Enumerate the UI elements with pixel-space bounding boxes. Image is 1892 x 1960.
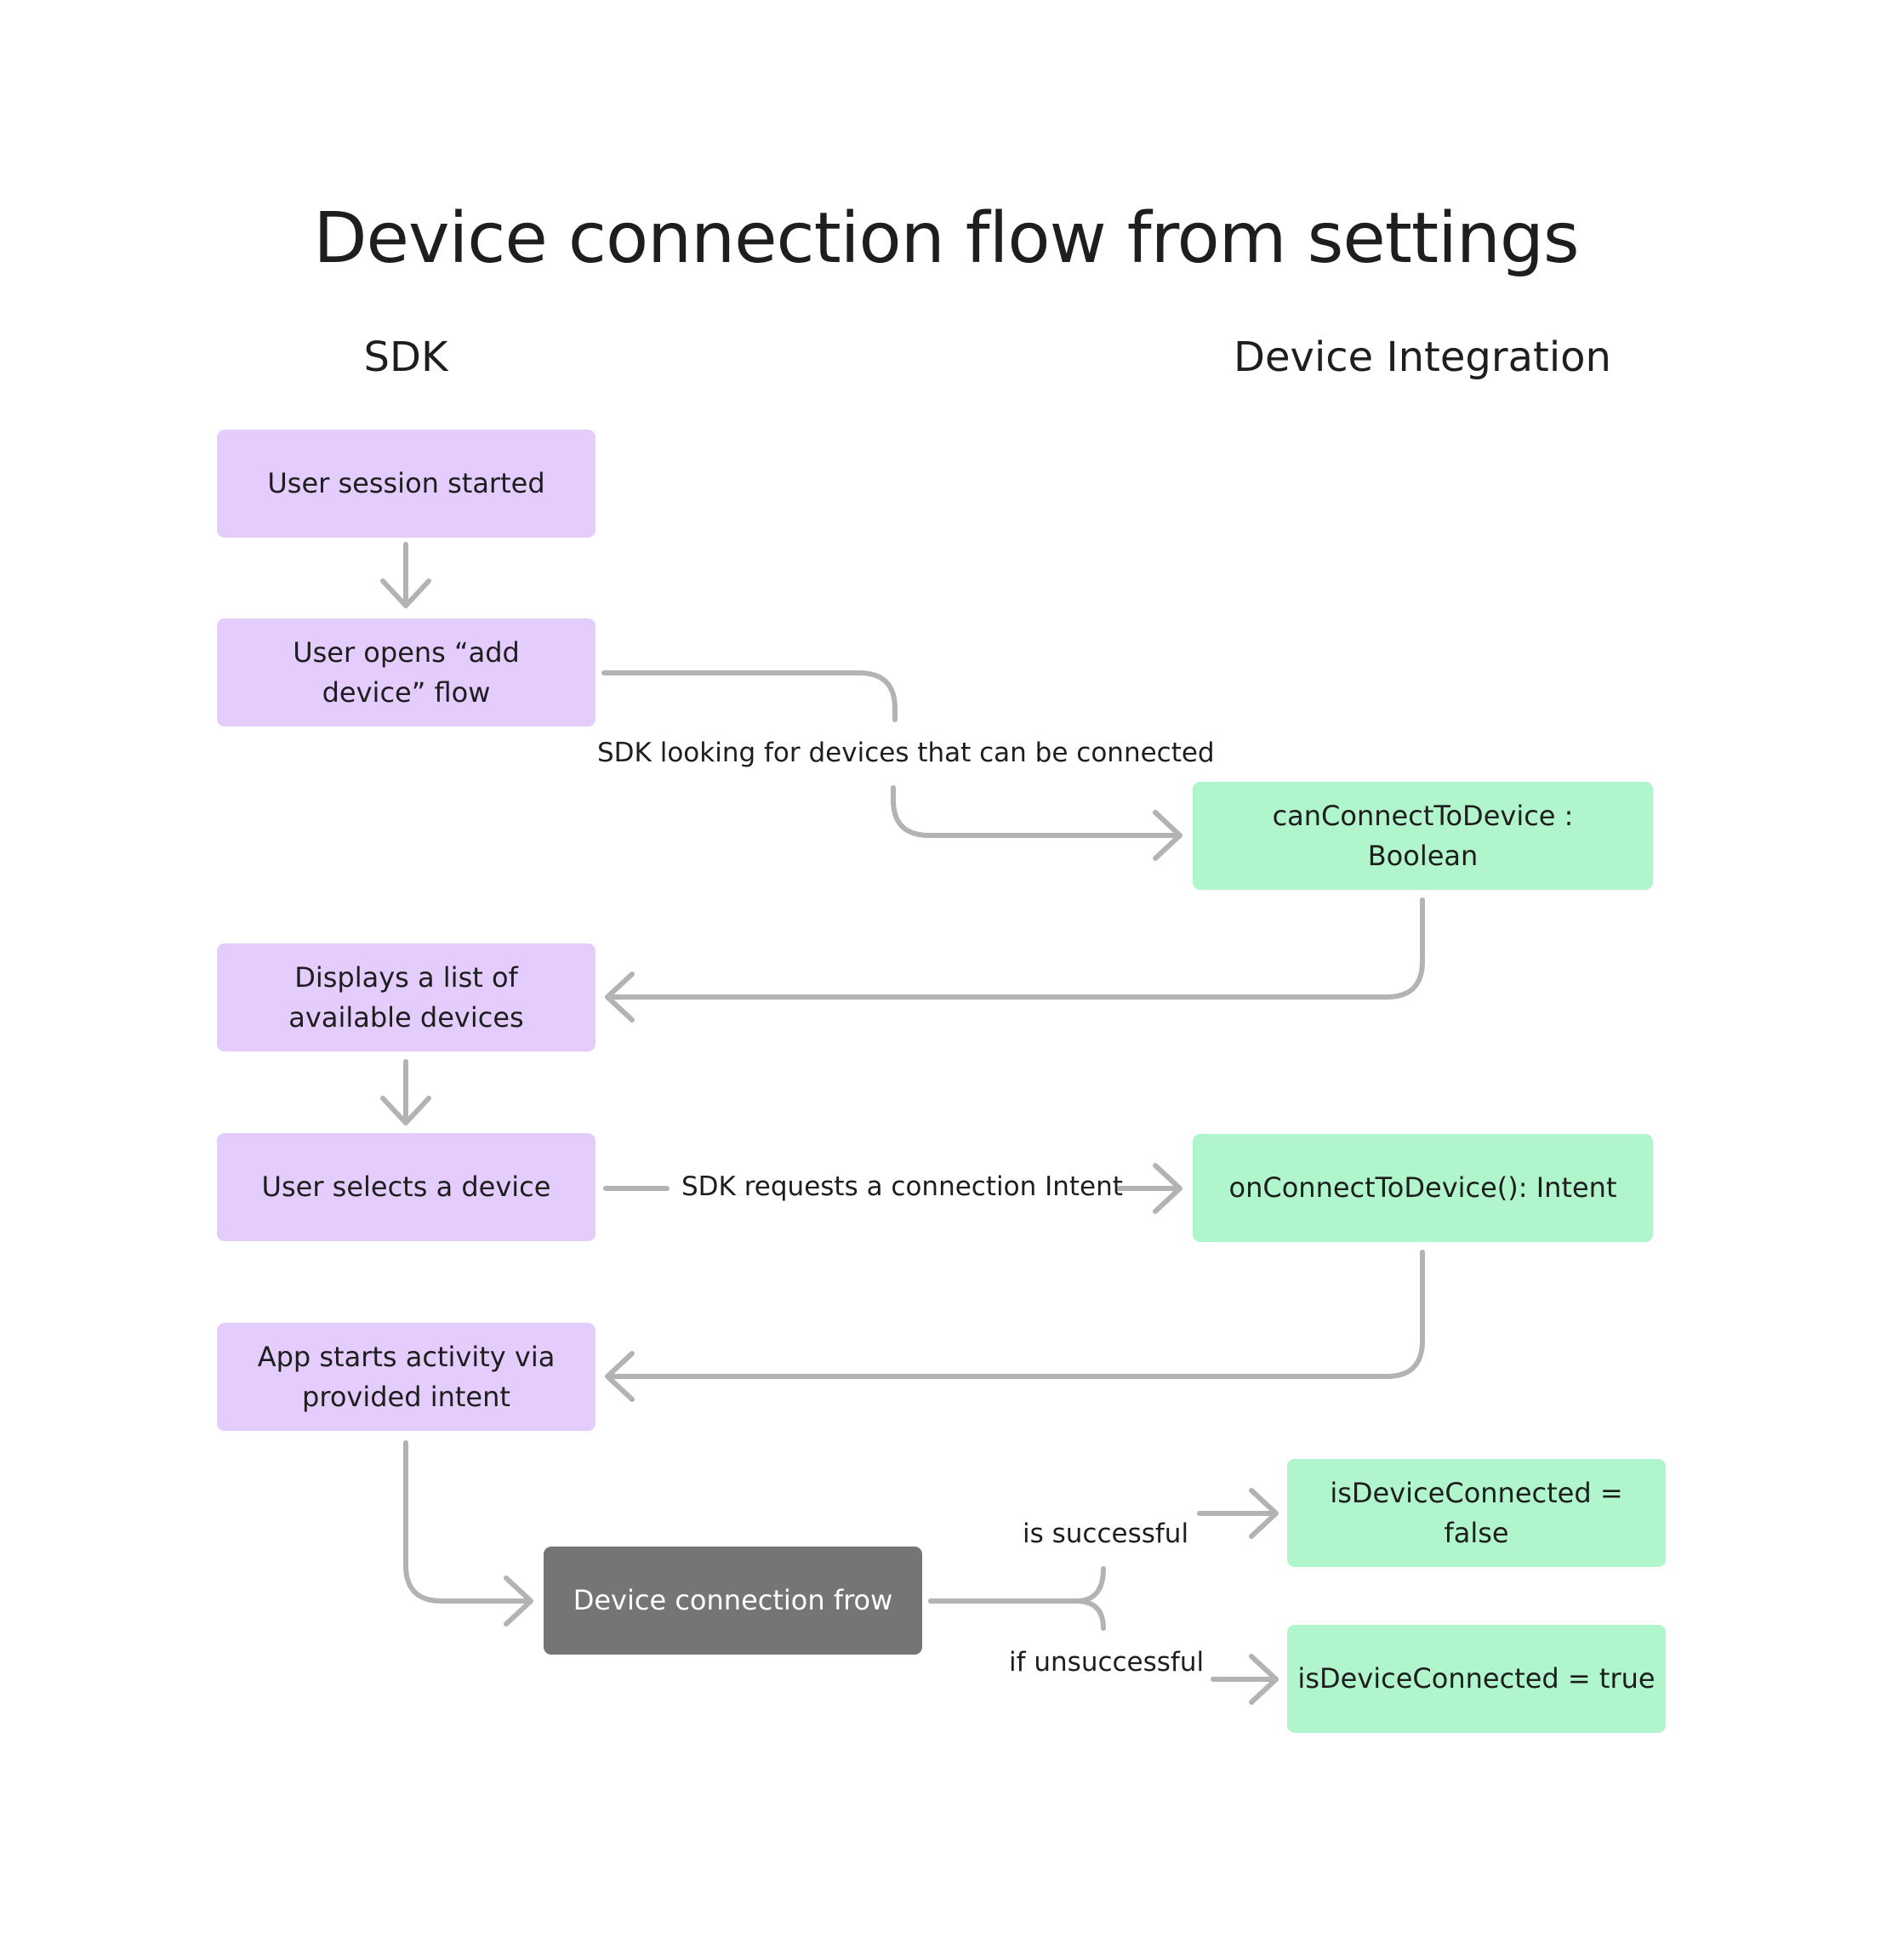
node-can-connect-to-device: canConnectToDevice : Boolean xyxy=(1193,782,1653,890)
node-displays-list: Displays a list of available devices xyxy=(217,943,596,1051)
node-on-connect-to-device: onConnectToDevice(): Intent xyxy=(1193,1134,1653,1242)
lane-label-sdk: SDK xyxy=(363,333,448,381)
node-user-opens-add-device: User opens “add device” flow xyxy=(217,618,596,726)
arrowhead-displays-to-selects xyxy=(380,1096,431,1125)
connector-appstarts-to-flow xyxy=(403,1440,532,1604)
arrowhead-to-flow xyxy=(504,1575,533,1627)
edge-label-requests-intent: SDK requests a connection Intent xyxy=(681,1171,1123,1202)
connector-opens-to-canconnect-lower xyxy=(891,785,1181,838)
arrowhead-to-appstarts xyxy=(605,1351,635,1402)
node-is-device-connected-true: isDeviceConnected = true xyxy=(1287,1625,1666,1733)
diagram-title: Device connection flow from settings xyxy=(313,198,1579,279)
node-is-device-connected-false: isDeviceConnected = false xyxy=(1287,1459,1666,1567)
node-user-session-started: User session started xyxy=(217,430,596,538)
edge-label-if-unsuccessful: if unsuccessful xyxy=(1009,1647,1205,1678)
node-app-starts-activity: App starts activity via provided intent xyxy=(217,1323,596,1431)
connector-canconnect-to-displays xyxy=(607,897,1425,1000)
split-brace xyxy=(1074,1566,1106,1631)
connector-onconnect-to-appstarts xyxy=(607,1250,1425,1379)
arrowhead-to-false xyxy=(1249,1488,1279,1539)
arrowhead-to-canconnect xyxy=(1153,810,1182,861)
edge-label-is-successful: is successful xyxy=(1023,1518,1189,1549)
connector-opens-to-canconnect-upper xyxy=(601,670,898,722)
lane-label-device-integration: Device Integration xyxy=(1234,333,1611,381)
arrowhead-to-onconnect xyxy=(1153,1163,1182,1214)
node-device-connection-flow: Device connection frow xyxy=(544,1547,922,1655)
node-user-selects-device: User selects a device xyxy=(217,1133,596,1241)
edge-label-looking-for-devices: SDK looking for devices that can be conn… xyxy=(597,738,1215,768)
arrowhead-to-displays xyxy=(605,971,635,1023)
arrowhead-to-true xyxy=(1249,1654,1279,1705)
arrowhead-session-to-opens xyxy=(380,578,431,608)
